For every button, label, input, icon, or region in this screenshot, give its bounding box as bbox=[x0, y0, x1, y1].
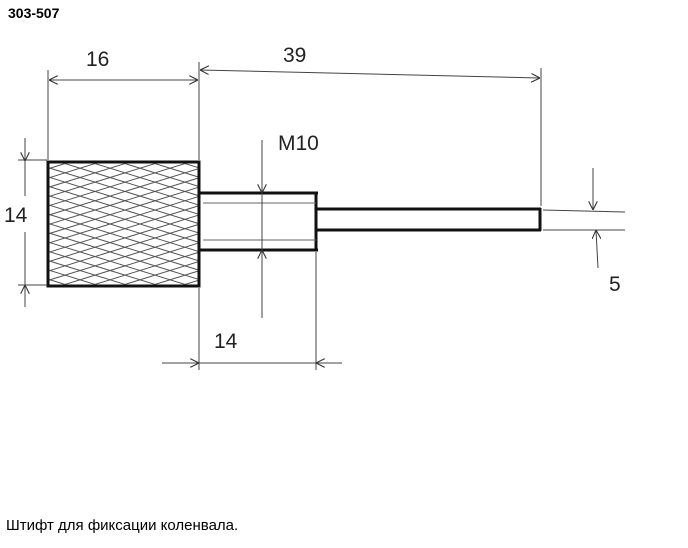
dim-head-diameter: 14 bbox=[4, 138, 28, 307]
dim-thread-diameter: M10 bbox=[262, 132, 319, 318]
knurl-pattern bbox=[48, 162, 199, 286]
dim-head-diameter-label: 14 bbox=[4, 204, 28, 227]
dim-thread-diameter-label: M10 bbox=[278, 132, 319, 155]
dim-pin-diameter: 5 bbox=[593, 168, 621, 296]
pin-section bbox=[316, 207, 542, 232]
caption: Штифт для фиксации коленвала. bbox=[6, 517, 239, 534]
dim-thread-length-label: 14 bbox=[214, 330, 238, 353]
threaded-section bbox=[199, 191, 318, 252]
part-number: 303-507 bbox=[8, 5, 60, 21]
dim-head-length-label: 16 bbox=[86, 48, 109, 71]
dim-pin-diameter-label: 5 bbox=[609, 273, 621, 296]
dim-thread-length: 14 bbox=[162, 330, 342, 363]
knurled-head bbox=[46, 160, 201, 288]
dim-pin-length-label: 39 bbox=[283, 44, 306, 67]
extension-lines bbox=[18, 62, 626, 370]
dim-pin-length: 39 bbox=[200, 44, 540, 78]
dim-head-length: 16 bbox=[49, 48, 198, 80]
